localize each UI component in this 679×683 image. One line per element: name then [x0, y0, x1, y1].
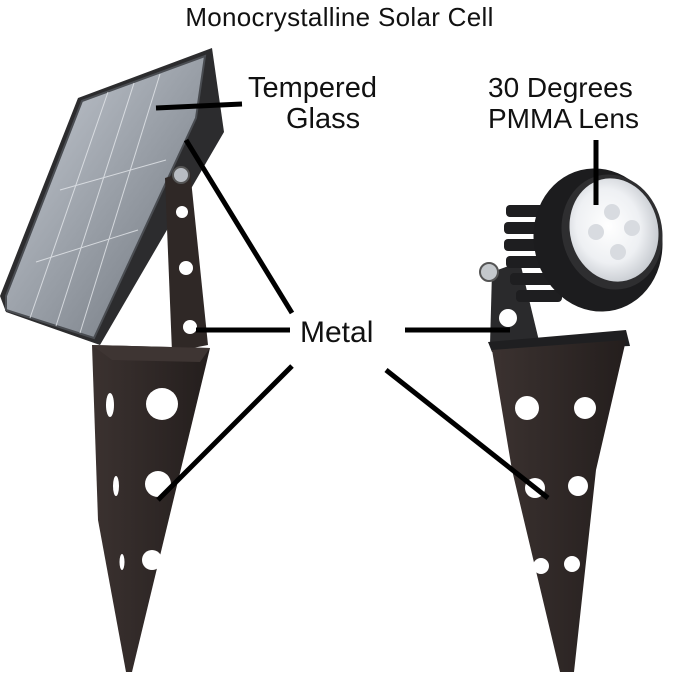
- metal-leader-line-left-stake: [156, 364, 294, 502]
- tempered-glass-label-line1: Tempered: [248, 72, 377, 104]
- stake-hole: [113, 476, 119, 496]
- lens-label-line1: 30 Degrees: [488, 72, 633, 103]
- bracket-hole: [176, 206, 188, 218]
- metal-label: Metal: [300, 316, 374, 349]
- lamp-lens: [569, 178, 659, 282]
- solar-panel-cell: [5, 54, 207, 340]
- right-ground-stake: [492, 340, 626, 672]
- stake-hole: [533, 558, 549, 574]
- bracket-hole: [183, 320, 197, 334]
- stake-hole: [142, 550, 162, 570]
- led-cells: [588, 204, 640, 260]
- lamp-bracket-hole: [499, 309, 517, 327]
- metal-leader-line-right-stake: [384, 368, 550, 500]
- diagram-title: Monocrystalline Solar Cell: [185, 2, 494, 32]
- stake-hole: [568, 476, 588, 496]
- bracket-bolt: [172, 166, 190, 184]
- stake-body: [92, 345, 210, 672]
- stake-hole: [515, 396, 539, 420]
- lens-label-line2: PMMA Lens: [488, 103, 639, 134]
- metal-leader-line-bracket: [183, 138, 295, 315]
- stake-hole: [146, 388, 178, 420]
- stake-flange: [92, 345, 210, 362]
- panel-bracket: [165, 170, 208, 352]
- stake-body: [492, 340, 626, 672]
- stake-hole: [106, 393, 114, 417]
- left-ground-stake: [92, 345, 210, 672]
- glass-leader-line: [155, 101, 243, 111]
- stake-hole: [564, 556, 580, 572]
- leader-lines: [155, 101, 599, 502]
- stake-hole: [574, 397, 596, 419]
- spotlight-assembly: [479, 168, 663, 352]
- lamp-bracket-bolt: [479, 262, 499, 282]
- bracket-hole: [179, 261, 193, 275]
- solar-panel-assembly: [0, 48, 224, 352]
- solar-cell-grid: [29, 73, 167, 334]
- stake-hole: [119, 554, 125, 570]
- tempered-glass-label-line2: Glass: [286, 103, 361, 135]
